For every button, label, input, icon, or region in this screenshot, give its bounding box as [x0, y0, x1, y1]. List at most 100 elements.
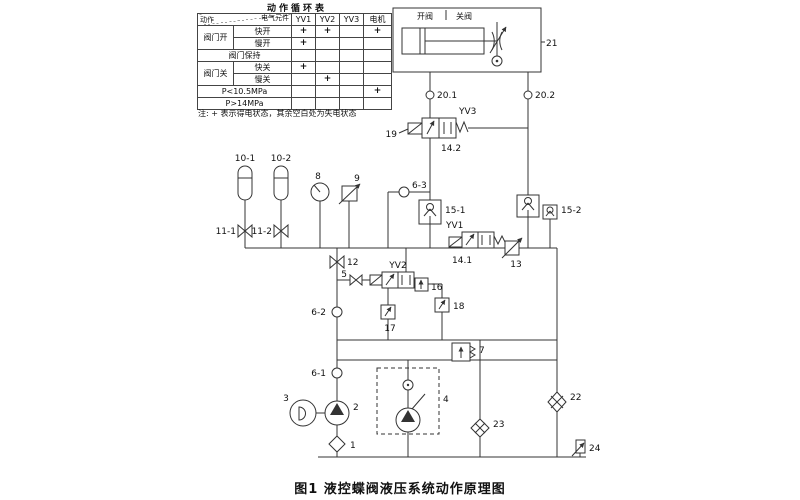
state-cell	[339, 49, 364, 62]
label-6-2: 6-2	[311, 308, 326, 318]
cartridge-valve-15-1: 15-1	[419, 200, 465, 224]
state-cell	[363, 37, 392, 50]
check-valve-6-3: 6-3	[399, 181, 427, 197]
state-cell: +	[363, 85, 392, 98]
action-cell: 慢开	[233, 37, 292, 50]
return-filter-22: 22	[548, 392, 581, 412]
label-15-2: 15-2	[561, 206, 581, 216]
valve-17: 17	[381, 305, 396, 334]
shutoff-valve-11-1: 11-1	[216, 225, 252, 237]
label-20-2: 20.2	[535, 91, 555, 101]
label-17: 17	[384, 324, 395, 334]
label-9: 9	[354, 174, 360, 184]
table-row: 慢开 +	[198, 37, 392, 50]
shutoff-valve-5: 5	[341, 270, 362, 285]
state-cell	[339, 37, 364, 50]
test-point-20-2: 20.2	[524, 91, 555, 101]
group-cell: 阀门保持	[197, 49, 292, 62]
col-header: 电机	[363, 13, 392, 26]
state-cell	[315, 37, 340, 50]
table-header-row: 电气元件 动作 YV1 YV2 YV3 电机	[197, 13, 392, 26]
throttle-check-symbol	[490, 22, 506, 66]
col-header: YV1	[291, 13, 316, 26]
group-cell: P>14MPa	[197, 97, 292, 110]
electric-motor-3: 3	[283, 394, 316, 426]
cylinder-symbol	[402, 28, 497, 54]
label-16: 16	[431, 283, 443, 293]
state-cell	[363, 97, 392, 110]
corner-label-top: 电气元件	[261, 14, 289, 22]
state-cell	[315, 85, 340, 98]
state-cell: +	[363, 25, 392, 38]
shutoff-valve-11-2: 11-2	[252, 225, 288, 237]
action-cycle-table: 电气元件 动作 YV1 YV2 YV3 电机 阀门开 快开 + + + 慢开 +…	[197, 13, 392, 110]
state-cell: +	[315, 25, 340, 38]
label-10-2: 10-2	[271, 154, 291, 164]
state-cell	[363, 73, 392, 86]
label-8: 8	[315, 172, 321, 182]
return-filter-23: 23	[471, 419, 504, 437]
label-18: 18	[453, 302, 465, 312]
state-cell	[339, 25, 364, 38]
table-note: 注: + 表示得电状态，其余空白处为失电状态	[198, 109, 357, 118]
state-cell: +	[315, 73, 340, 86]
table-row: 阀门开 快开 + + +	[197, 25, 392, 50]
state-cell: +	[291, 25, 316, 38]
open-valve-label: 开阀	[417, 12, 433, 21]
figure-caption: 图1 液控蝶阀液压系统动作原理图	[294, 482, 506, 497]
tank-drain-24: 24	[572, 440, 601, 456]
accumulator-10-2: 10-2	[271, 154, 291, 200]
hand-pump-4: 4	[377, 368, 449, 434]
col-header: YV2	[315, 13, 340, 26]
state-cell	[339, 61, 364, 74]
label-19: 19	[386, 130, 398, 140]
group-cell: 阀门开	[197, 25, 234, 50]
check-valve-6-1: 6-1	[311, 368, 342, 379]
label-yv2: YV2	[388, 261, 406, 271]
solenoid-valve-yv3: YV3 19 14.2	[386, 107, 477, 154]
label-14-2: 14.2	[441, 144, 461, 154]
label-15-1: 15-1	[445, 206, 465, 216]
group-cell: 阀门关	[197, 61, 234, 86]
shutoff-valve-12: 12	[330, 256, 358, 268]
label-11-1: 11-1	[216, 227, 236, 237]
state-cell	[291, 49, 316, 62]
label-14-1: 14.1	[452, 256, 472, 266]
state-cell	[339, 85, 364, 98]
valve-16: 16	[415, 278, 443, 293]
label-2: 2	[353, 403, 359, 413]
action-cell: 快关	[233, 61, 292, 74]
accumulator-10-1: 10-1	[235, 154, 255, 200]
state-cell	[339, 73, 364, 86]
relief-valve-7: 7	[452, 343, 485, 361]
label-6-1: 6-1	[311, 369, 326, 379]
table-row: P>14MPa	[197, 97, 392, 110]
state-cell	[315, 61, 340, 74]
state-cell	[315, 49, 340, 62]
state-cell	[363, 61, 392, 74]
label-5: 5	[341, 270, 347, 280]
label-3: 3	[283, 394, 289, 404]
label-yv3: YV3	[458, 107, 476, 117]
group-cell: P<10.5MPa	[197, 85, 292, 98]
table-title: 动作循环表	[266, 4, 327, 14]
state-cell	[363, 49, 392, 62]
table-row: 阀门保持	[197, 49, 392, 62]
label-11-2: 11-2	[252, 227, 272, 237]
label-yv1: YV1	[445, 221, 463, 231]
test-point-20-1: 20.1	[426, 91, 457, 101]
action-cell: 慢关	[233, 73, 292, 86]
solenoid-valve-yv1: YV1 14.1	[445, 221, 506, 266]
state-cell	[291, 85, 316, 98]
label-6-3: 6-3	[412, 181, 427, 191]
table-row: P<10.5MPa +	[197, 85, 392, 98]
label-20-1: 20.1	[437, 91, 457, 101]
label-21: 21	[546, 39, 557, 49]
label-1: 1	[350, 441, 356, 451]
label-22: 22	[570, 393, 581, 403]
table-row: 阀门关 快关 +	[197, 61, 392, 86]
check-valve-6-2: 6-2	[311, 307, 342, 318]
close-valve-label: 关阀	[456, 11, 472, 21]
